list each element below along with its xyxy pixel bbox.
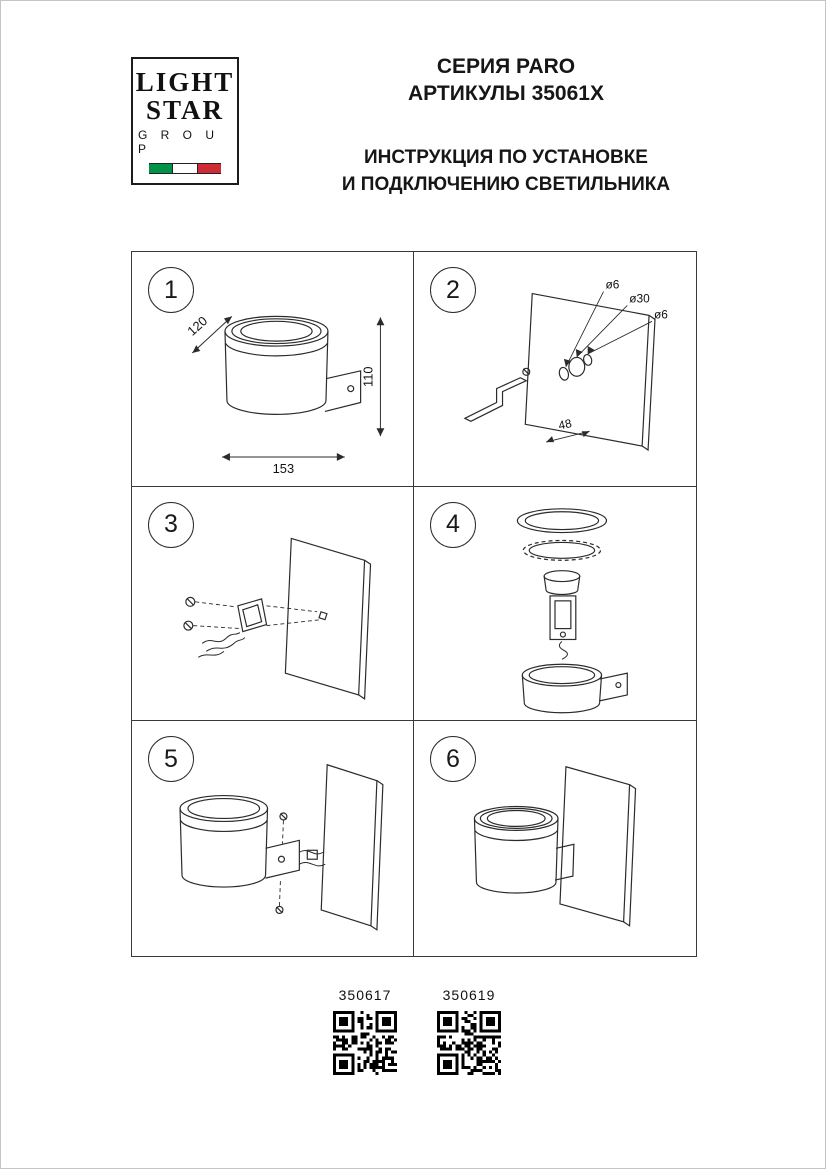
step-3-badge: 3 (148, 501, 194, 548)
step-4-panel: 4 (414, 487, 696, 722)
lightstar-logo: LIGHT STAR G R O U P (131, 57, 239, 185)
wall-plate-drawing (463, 292, 656, 452)
screw-dashed-lines (279, 820, 284, 907)
leader-arrowheads (546, 346, 595, 443)
step-5-panel: 5 (132, 721, 414, 956)
wires-drawing (299, 850, 326, 867)
mount-bracket-drawing (183, 537, 372, 700)
dim-110-label: 110 (360, 366, 375, 387)
dim-48-label: 48 (557, 416, 573, 433)
step-4-drawing (516, 507, 628, 714)
flag-red-stripe (197, 164, 221, 174)
steps-grid: 1 (131, 251, 697, 957)
article-code-left: 350617 (338, 987, 392, 1003)
lamp-to-plate-drawing (179, 764, 384, 932)
instruction-title-line2: И ПОДКЛЮЧЕНИЮ СВЕТИЛЬНИКА (341, 174, 671, 196)
lamp-body-drawing (224, 315, 362, 415)
step-1-panel: 1 (132, 252, 414, 487)
dimension-lines (191, 315, 381, 458)
qr-code-350619 (437, 1011, 501, 1075)
header: СЕРИЯ PARO АРТИКУЛЫ 35061X ИНСТРУКЦИЯ ПО… (301, 53, 711, 199)
logo-text-light: LIGHT (135, 66, 235, 97)
step-3-panel: 3 (132, 486, 414, 722)
dimension-labels: 120 110 153 (184, 313, 375, 476)
exploded-view-drawing (516, 507, 628, 714)
assembled-lamp-drawing (473, 766, 637, 928)
italy-flag-icon (149, 163, 221, 175)
step-2-panel: 2 (414, 252, 696, 487)
flag-green-stripe (149, 164, 173, 174)
instruction-title-line1: ИНСТРУКЦИЯ ПО УСТАНОВКЕ (364, 146, 648, 168)
hole-labels: ø6 ø30 ø6 48 (557, 278, 668, 433)
step-1-badge: 1 (148, 267, 194, 313)
article-code-right: 350619 (442, 987, 496, 1003)
step-5-badge: 5 (148, 736, 194, 783)
hole-left-label: ø6 (605, 278, 619, 292)
wires-drawing (197, 631, 246, 658)
hole-right-label: ø6 (654, 307, 668, 321)
step-6-panel: 6 (414, 721, 696, 956)
series-title: СЕРИЯ PARO (436, 55, 576, 78)
step-6-badge: 6 (430, 736, 476, 783)
step-3-drawing (183, 537, 372, 700)
step-6-drawing (473, 766, 637, 928)
dimension-arrowheads (192, 316, 385, 461)
flag-white-stripe (172, 164, 198, 174)
logo-text-group: G R O U P (138, 128, 220, 157)
step-5-drawing (179, 764, 384, 932)
step-2-badge: 2 (430, 267, 476, 313)
step-1-drawing: 120 110 153 (184, 313, 385, 476)
dim-153-label: 153 (273, 461, 294, 476)
qr-code-350617 (333, 1011, 397, 1075)
instruction-title: ИНСТРУКЦИЯ ПО УСТАНОВКЕ И ПОДКЛЮЧЕНИЮ СВ… (301, 144, 711, 199)
logo-text-star: STAR (145, 95, 225, 125)
hole-center-label: ø30 (629, 291, 650, 305)
alignment-dashed-lines (193, 601, 322, 629)
articles-title: АРТИКУЛЫ 35061X (408, 82, 604, 106)
dim-120-label: 120 (184, 313, 210, 339)
step-2-drawing: ø6 ø30 ø6 48 (463, 278, 668, 452)
step-4-badge: 4 (430, 501, 476, 548)
